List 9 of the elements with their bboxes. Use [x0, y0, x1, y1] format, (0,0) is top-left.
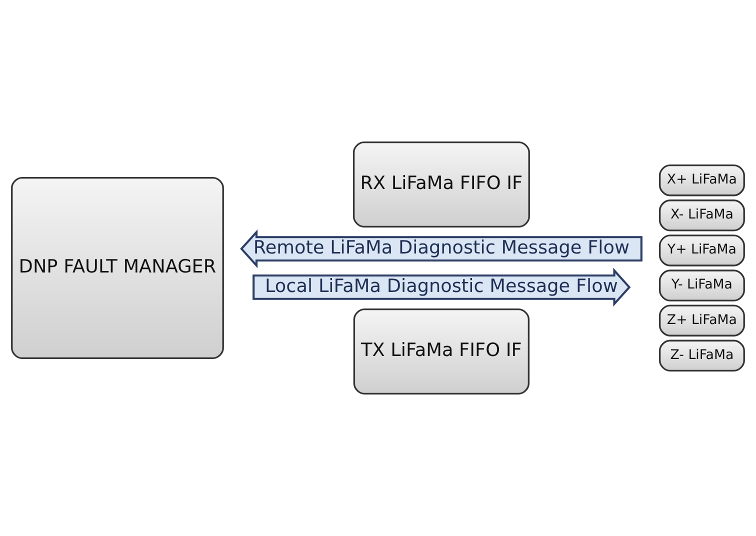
node-box: DNP FAULT MANAGER: [11, 176, 224, 359]
node-box: TX LiFaMa FIFO IF: [353, 308, 530, 394]
node-box: X+ LiFaMa: [658, 164, 745, 196]
node-box: Y+ LiFaMa: [658, 234, 745, 266]
node-box: Y- LiFaMa: [658, 270, 745, 302]
node-box: RX LiFaMa FIFO IF: [352, 142, 530, 228]
node-box: Z- LiFaMa: [658, 340, 745, 372]
node-box: X- LiFaMa: [658, 200, 745, 232]
node-box: Z+ LiFaMa: [658, 304, 745, 336]
